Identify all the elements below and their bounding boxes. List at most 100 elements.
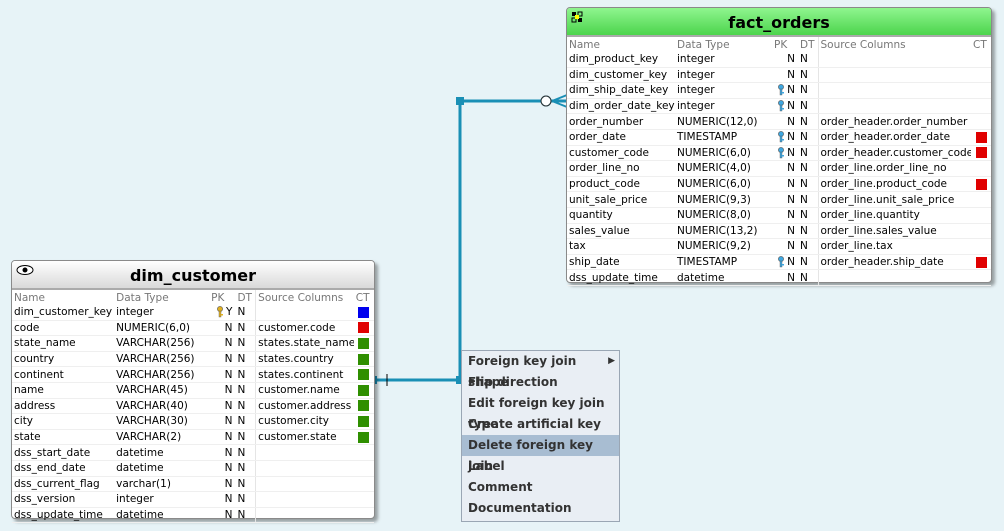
column-data-type: NUMERIC(9,2): [675, 238, 772, 255]
column-source: states.state_name: [255, 335, 354, 352]
column-name: order_number: [567, 113, 675, 130]
column-source: states.country: [255, 351, 354, 368]
dim-customer-header[interactable]: dim_customer: [12, 261, 374, 290]
column-pk: N: [209, 351, 236, 368]
column-name: sales_value: [567, 223, 675, 240]
menu-item-delete-foreign-key-join[interactable]: Delete foreign key join: [462, 435, 619, 473]
column-dt: N: [798, 176, 818, 193]
column-name: unit_sale_price: [567, 191, 675, 208]
pk-value: N: [224, 415, 233, 428]
menu-item-comment[interactable]: Comment: [462, 477, 619, 498]
pk-value: N: [787, 209, 795, 222]
menu-item-label[interactable]: Label: [462, 456, 619, 477]
column-pk: N: [209, 444, 236, 461]
column-source: [255, 460, 354, 477]
column-source: [817, 82, 971, 99]
change-type-marker: [358, 353, 370, 365]
menu-item-flip-direction[interactable]: Flip direction: [462, 372, 619, 393]
pk-value: N: [224, 477, 233, 490]
dim-customer-table[interactable]: dim_customer Name Data Type PK DT Source…: [11, 260, 375, 524]
foreign-key-icon: [778, 84, 785, 96]
column-change-type: [353, 507, 374, 524]
column-name: dim_customer_key: [12, 305, 115, 321]
column-data-type: NUMERIC(6,0): [675, 176, 772, 193]
pk-value: N: [224, 462, 233, 475]
column-name: order_date: [567, 129, 675, 146]
foreign-key-icon: [778, 256, 785, 268]
join-handle[interactable]: [456, 376, 464, 384]
pk-value: Y: [226, 306, 233, 319]
menu-item-foreign-key-join-shape[interactable]: Foreign key join shape▶: [462, 351, 619, 389]
column-data-type: VARCHAR(2): [114, 429, 210, 446]
foreign-key-icon: [778, 146, 785, 159]
menu-item-edit-foreign-key-join-type[interactable]: Edit foreign key join type: [462, 393, 619, 431]
column-source: customer.code: [255, 320, 354, 337]
pk-value: N: [224, 321, 233, 334]
menu-item-documentation[interactable]: Documentation: [462, 498, 619, 519]
menu-item-label: Comment: [468, 480, 533, 494]
column-name: continent: [12, 366, 115, 383]
column-source: [255, 507, 354, 524]
menu-item-create-artificial-key[interactable]: Create artificial key: [462, 414, 619, 435]
fact-orders-header[interactable]: fact_orders: [567, 8, 991, 37]
column-source: order_line.sales_value: [817, 223, 971, 240]
column-dt: N: [235, 491, 256, 508]
column-change-type: [353, 476, 374, 493]
column-pk: N: [772, 160, 798, 177]
menu-item-label: Create artificial key: [468, 417, 602, 431]
change-type-marker: [975, 178, 987, 190]
column-change-type: [971, 145, 991, 162]
fact-orders-title: fact_orders: [728, 13, 830, 32]
join-handle[interactable]: [456, 97, 464, 105]
column-change-type: [971, 269, 991, 286]
column-source: customer.address: [255, 398, 354, 415]
column-pk: N: [209, 398, 236, 415]
column-dt: N: [798, 254, 818, 271]
column-data-type: integer: [675, 67, 772, 84]
column-name: dss_update_time: [12, 507, 115, 524]
column-data-type: varchar(1): [114, 476, 210, 493]
column-change-type: [353, 366, 374, 383]
column-change-type: [353, 305, 374, 321]
column-data-type: VARCHAR(45): [114, 382, 210, 399]
column-dt: N: [235, 476, 256, 493]
column-dt: N: [235, 507, 256, 524]
column-data-type: NUMERIC(8,0): [675, 207, 772, 224]
column-source: order_line.quantity: [817, 207, 971, 224]
col-header-pk: PK: [774, 38, 788, 51]
column-source: order_line.unit_sale_price: [817, 191, 971, 208]
dim-customer-title: dim_customer: [129, 266, 257, 285]
fact-orders-table[interactable]: fact_orders Name Data Type PK DT Source …: [566, 7, 992, 286]
col-header-dt: DT: [237, 291, 252, 304]
change-type-marker: [358, 400, 370, 412]
